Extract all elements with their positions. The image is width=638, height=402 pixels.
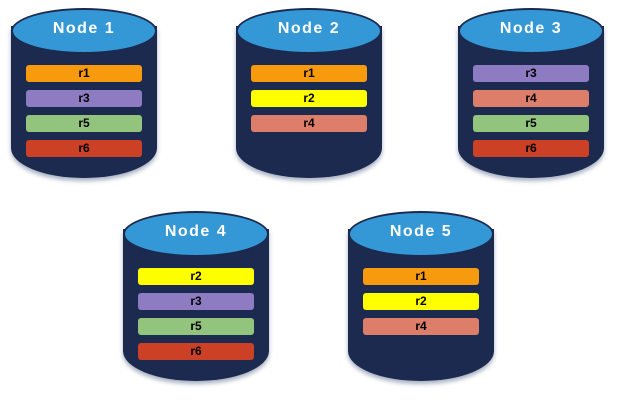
shard-bar[interactable]: r1 xyxy=(251,65,367,82)
shard-bar[interactable]: r5 xyxy=(26,115,142,132)
shard-bar[interactable]: r2 xyxy=(363,293,479,310)
shard-list: r1 r3 r5 r6 xyxy=(26,65,142,157)
shard-bar[interactable]: r2 xyxy=(251,90,367,107)
shard-bar[interactable]: r6 xyxy=(26,140,142,157)
shard-bar[interactable]: r5 xyxy=(473,115,589,132)
shard-bar[interactable]: r1 xyxy=(363,268,479,285)
shard-bar[interactable]: r3 xyxy=(473,65,589,82)
shard-bar[interactable]: r3 xyxy=(138,293,254,310)
cylinder-top-ellipse xyxy=(348,211,494,257)
cylinder-top-ellipse xyxy=(458,8,604,54)
cylinder-top-ellipse xyxy=(11,8,157,54)
shard-bar[interactable]: r4 xyxy=(251,115,367,132)
shard-bar[interactable]: r5 xyxy=(138,318,254,335)
shard-list: r1 r2 r4 xyxy=(363,268,479,335)
shard-bar[interactable]: r4 xyxy=(363,318,479,335)
shard-list: r3 r4 r5 r6 xyxy=(473,65,589,157)
shard-bar[interactable]: r6 xyxy=(138,343,254,360)
shard-bar[interactable]: r6 xyxy=(473,140,589,157)
cylinder-top-ellipse xyxy=(236,8,382,54)
shard-bar[interactable]: r1 xyxy=(26,65,142,82)
shard-bar[interactable]: r4 xyxy=(473,90,589,107)
shard-bar[interactable]: r2 xyxy=(138,268,254,285)
shard-bar[interactable]: r3 xyxy=(26,90,142,107)
shard-list: r1 r2 r4 xyxy=(251,65,367,132)
shard-list: r2 r3 r5 r6 xyxy=(138,268,254,360)
cylinder-top-ellipse xyxy=(123,211,269,257)
